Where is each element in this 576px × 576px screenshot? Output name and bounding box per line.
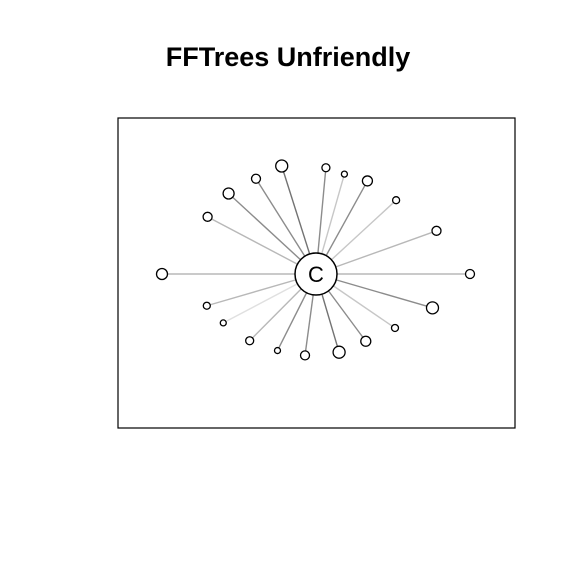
leaf-node-17[interactable]	[273, 346, 282, 355]
leaf-node-15[interactable]	[332, 345, 346, 359]
leaf-node-19[interactable]	[219, 319, 227, 327]
leaf-node-14[interactable]	[360, 335, 372, 347]
leaf-node-2[interactable]	[202, 211, 213, 222]
hub-node[interactable]: C	[294, 252, 338, 296]
leaf-node-12[interactable]	[425, 301, 440, 315]
leaf-node-9[interactable]	[391, 196, 401, 205]
hub-label: C	[308, 262, 324, 287]
leaf-node-18[interactable]	[245, 336, 255, 346]
leaf-node-5[interactable]	[275, 159, 289, 173]
leaf-node-16[interactable]	[299, 350, 311, 361]
leaf-node-1[interactable]	[155, 267, 169, 281]
leaf-node-4[interactable]	[250, 173, 262, 184]
node-group	[155, 159, 476, 361]
plot-frame	[117, 117, 516, 429]
leaf-node-20[interactable]	[202, 301, 211, 310]
leaf-node-10[interactable]	[431, 225, 442, 236]
leaf-node-13[interactable]	[390, 323, 400, 333]
leaf-node-6[interactable]	[321, 163, 331, 173]
leaf-node-3[interactable]	[222, 187, 235, 200]
plot-title: FFTrees Unfriendly	[165, 42, 411, 72]
leaf-node-11[interactable]	[464, 268, 476, 280]
hub-circle	[294, 252, 338, 296]
leaf-node-7[interactable]	[340, 170, 349, 178]
leaf-node-8[interactable]	[361, 175, 374, 187]
